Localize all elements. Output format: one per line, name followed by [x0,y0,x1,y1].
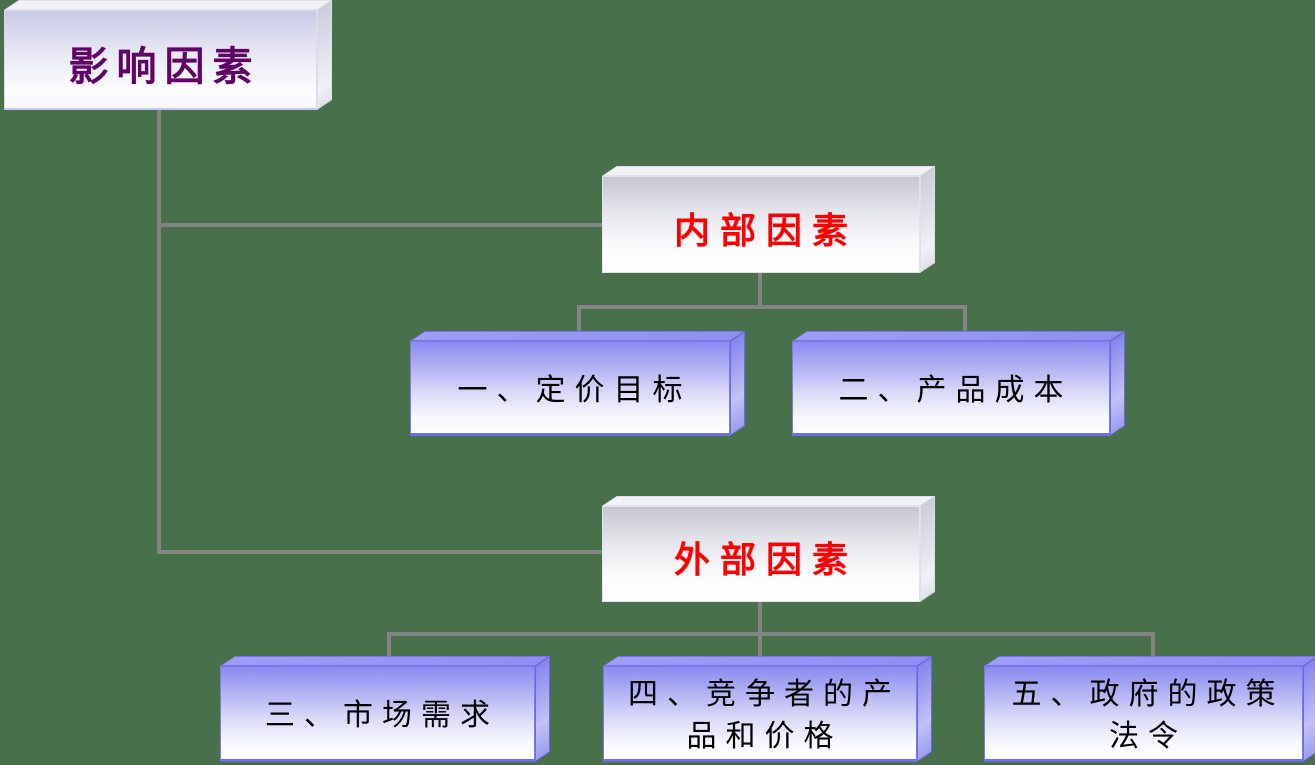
box-right-face [1110,330,1125,436]
node-label: 一、定价目标 [457,373,692,407]
node-influencing-factors: 影响因素 [4,0,332,110]
box-top-face [984,656,1315,666]
connector-drop-market-demand [387,632,391,660]
box-front-face: 影响因素 [4,10,317,110]
box-top-face [410,331,745,341]
node-label: 三、市场需求 [265,699,499,732]
box-right-face [920,165,935,273]
connector-drop-pricing-goal [577,305,581,335]
box-right-face [1303,655,1315,762]
node-external-factors: 外部因素 [602,495,935,602]
connector-root-trunk [157,110,161,554]
box-right-face [917,655,932,762]
node-label: 五、政府的政策 法令 [1011,678,1285,753]
box-top-face [220,656,550,666]
connector-internal-stub [758,273,762,309]
node-competitors-products-prices: 四、竞争者的产 品和价格 [603,655,932,762]
connector-external-children-bar [387,632,1155,636]
box-top-face [603,656,932,666]
node-internal-factors: 内部因素 [602,165,935,273]
box-front-face: 二、产品成本 [792,341,1110,436]
node-label: 外部因素 [673,540,858,580]
node-government-policies: 五、政府的政策 法令 [984,655,1315,762]
box-right-face [920,495,935,602]
box-front-face: 内部因素 [602,176,920,273]
node-label: 四、竞争者的产 品和价格 [628,678,901,753]
node-pricing-goal: 一、定价目标 [410,330,745,436]
connector-drop-competitors [758,632,762,660]
box-front-face: 一、定价目标 [410,341,730,436]
box-top-face [4,0,332,10]
node-product-cost: 二、产品成本 [792,330,1125,436]
connector-external-stub [758,602,762,636]
box-top-face [602,496,935,506]
node-label: 内部因素 [673,210,858,251]
connector-drop-government [1151,632,1155,660]
connector-root-to-internal [157,223,602,227]
box-right-face [317,0,332,110]
connector-internal-children-bar [577,305,967,309]
node-label: 影响因素 [68,44,261,89]
connector-root-to-external [157,550,602,554]
box-front-face: 五、政府的政策 法令 [984,666,1303,762]
connector-drop-product-cost [963,305,967,335]
node-market-demand: 三、市场需求 [220,655,550,762]
box-top-face [602,166,935,176]
box-front-face: 外部因素 [602,506,920,602]
box-front-face: 四、竞争者的产 品和价格 [603,666,917,762]
box-top-face [792,331,1125,341]
box-right-face [535,655,550,762]
box-right-face [730,330,745,436]
box-front-face: 三、市场需求 [220,666,535,762]
node-label: 二、产品成本 [838,373,1073,407]
